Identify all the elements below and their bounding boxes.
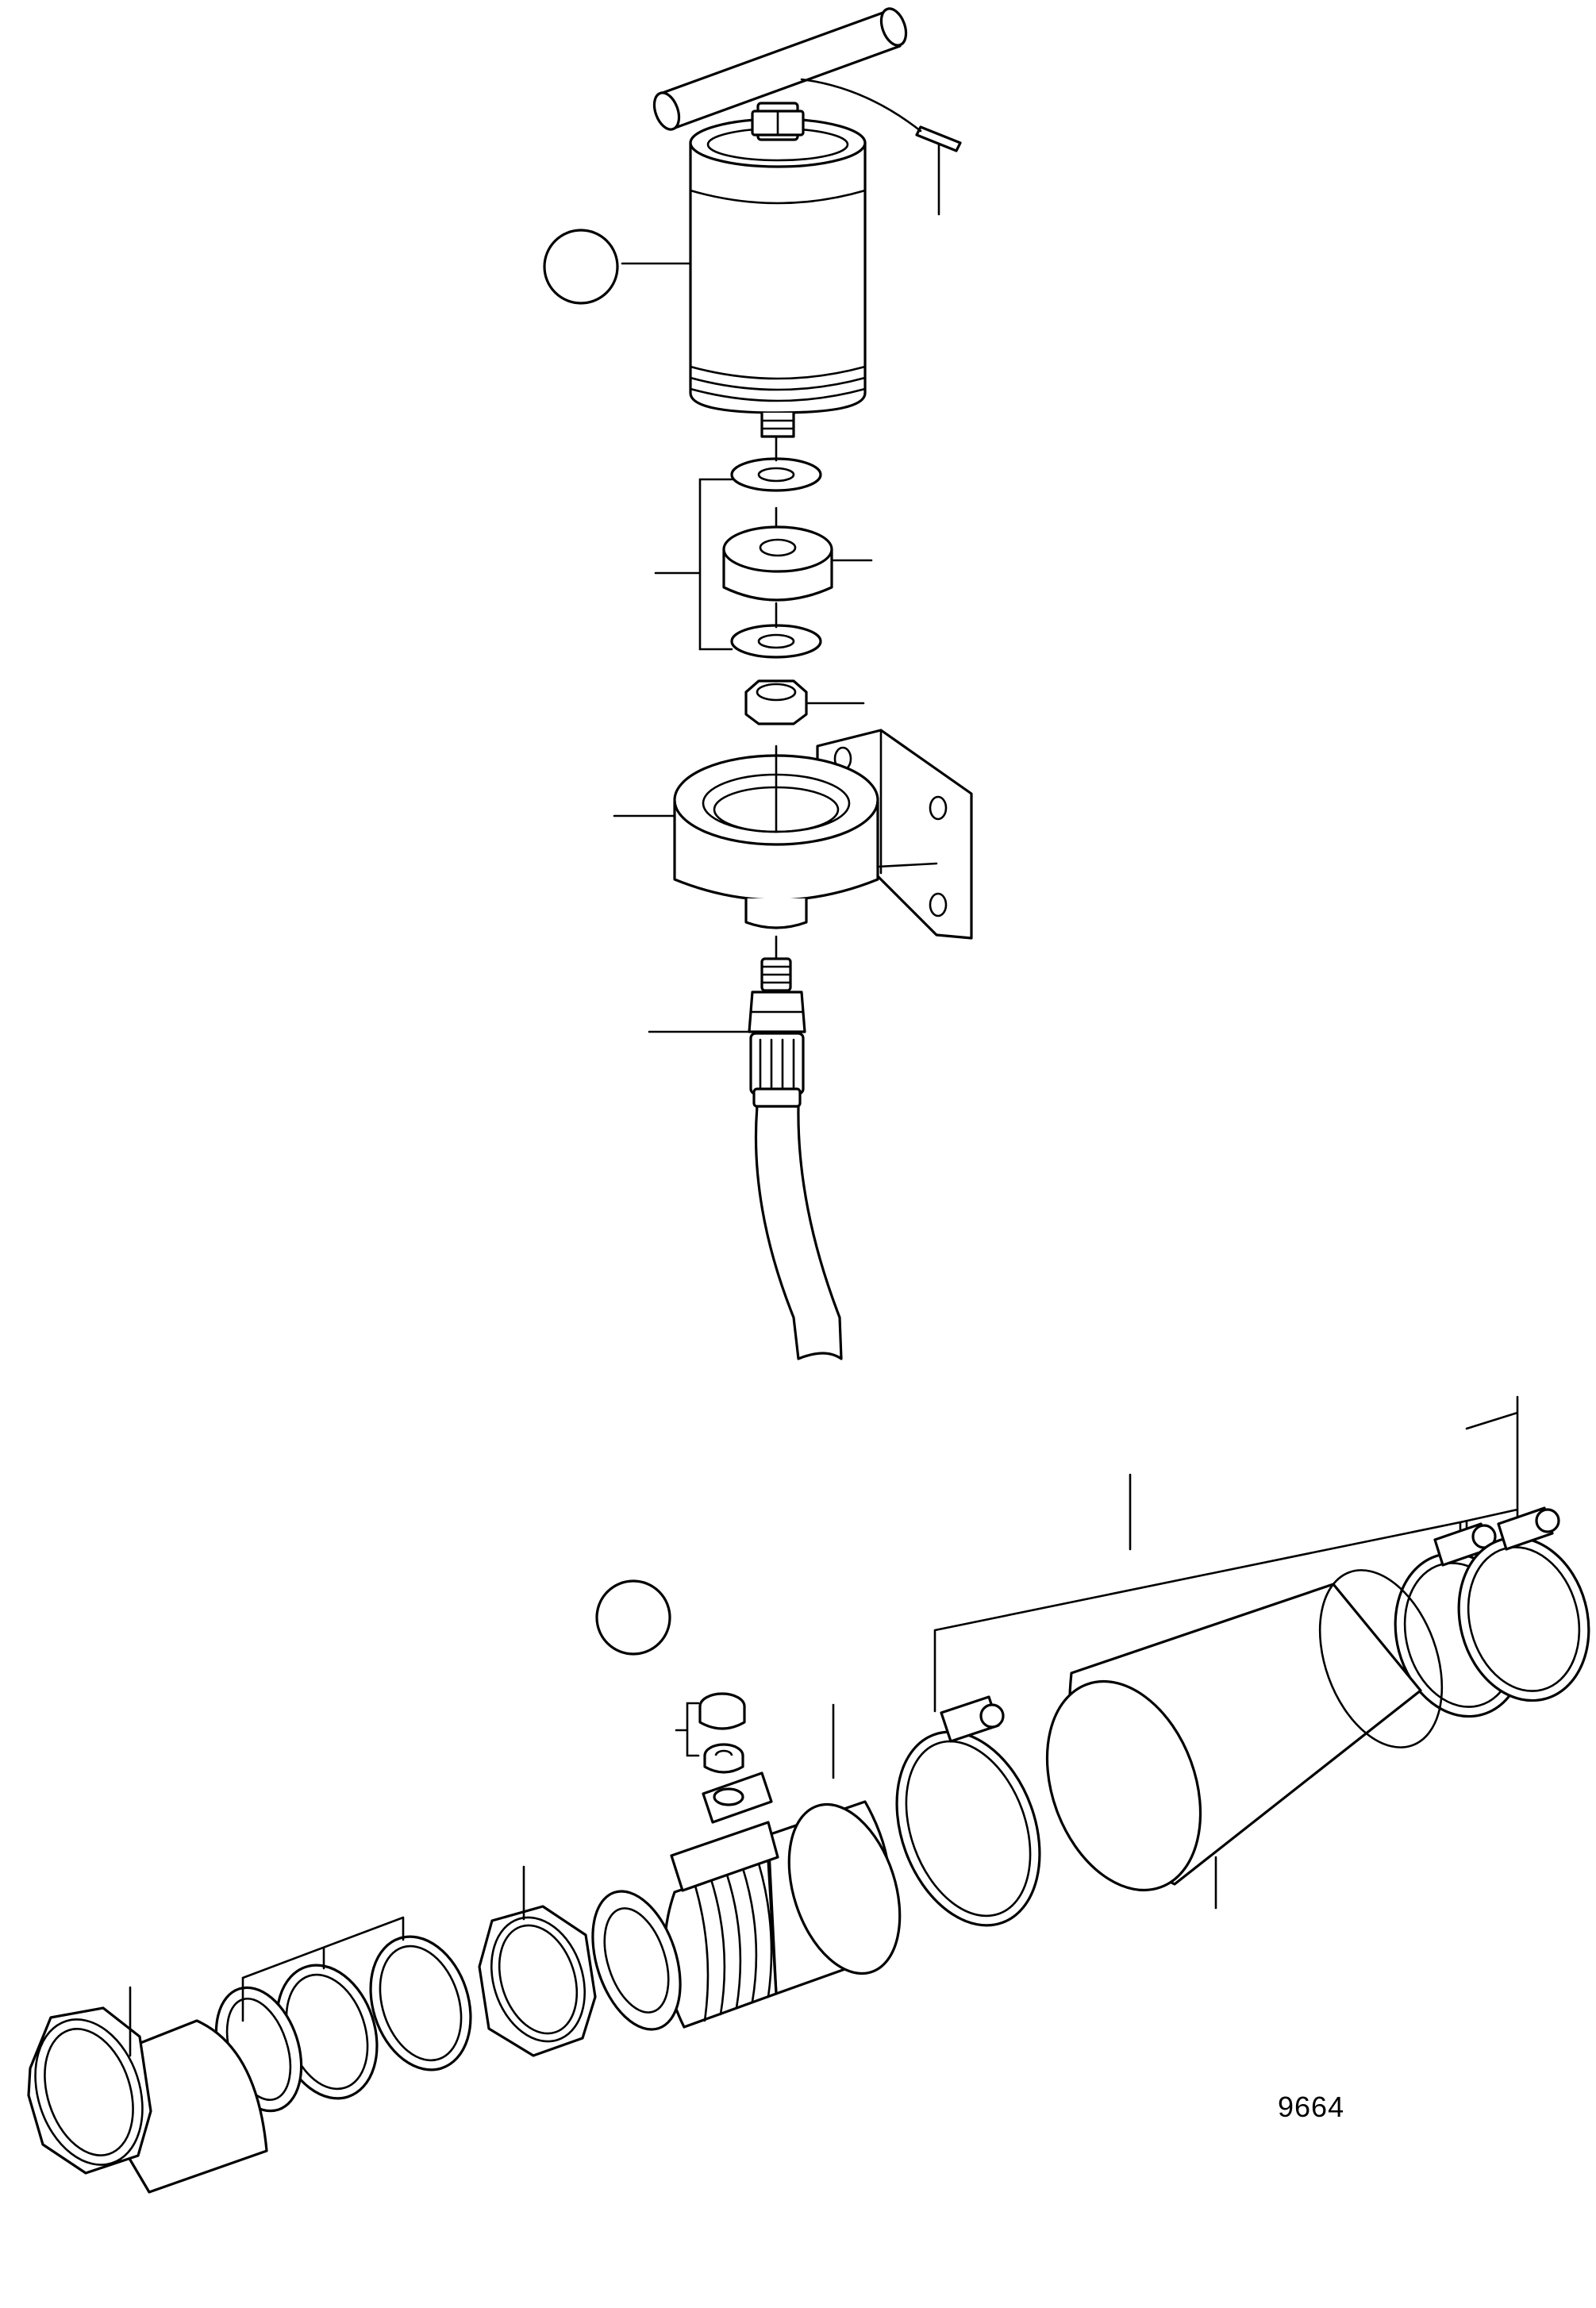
t-handle [652, 7, 908, 131]
hose-fitting [648, 935, 806, 1108]
hose-clamp-right-2 [1457, 1506, 1590, 1702]
hose-sleeve [1045, 1569, 1444, 1910]
union-nut [27, 1986, 268, 2194]
callout-b [595, 1579, 671, 1656]
hex-nut [744, 679, 865, 725]
filter-head-bracket [613, 729, 973, 940]
fuel-hose [754, 1105, 843, 1360]
lock-nut [478, 1865, 597, 2057]
lower-washer [730, 624, 822, 659]
adapter-body [591, 1703, 902, 2031]
locking-pin [800, 78, 962, 216]
upper-washer [730, 457, 822, 492]
clamp-hose-leader [933, 1473, 1519, 1713]
filter-canister [689, 102, 867, 438]
o-ring-1 [369, 1935, 472, 2071]
o-ring-group-leader [241, 1916, 405, 2022]
washer-group-leader [654, 478, 733, 651]
hose-clamp-left [895, 1695, 1041, 1927]
callout-a [543, 229, 692, 305]
drawing-reference-number: 9664 [1278, 2091, 1345, 2123]
spacer-bushing [722, 525, 873, 602]
vent-plug [675, 1692, 746, 1774]
